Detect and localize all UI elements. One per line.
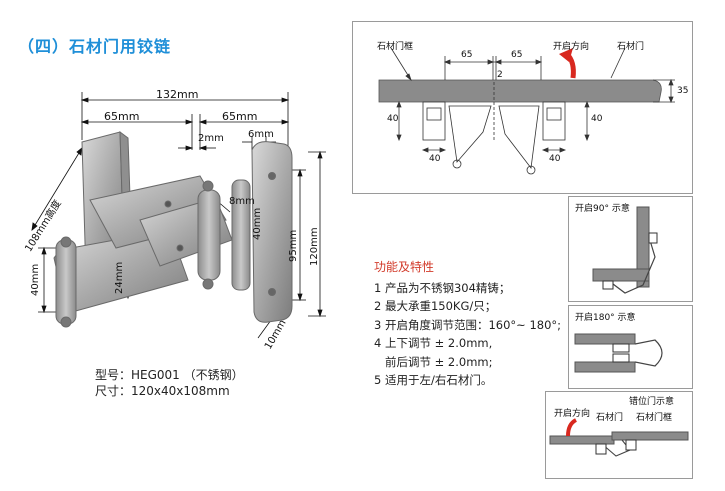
dim-offset: 6mm [248, 129, 274, 140]
offset-panel-label: 错位门示意 [629, 397, 675, 407]
feature-item: 前后调节 ± 2.0mm; [374, 354, 493, 369]
dim-inner-40: 40mm [252, 207, 263, 240]
spec-size: 尺寸：120x40x108mm [95, 384, 230, 398]
installation-drawing [378, 47, 675, 175]
dim-base-24: 24mm [114, 261, 125, 294]
dim-right-width: 65mm [222, 110, 258, 123]
feature-item: 4 上下调节 ± 2.0mm, [374, 336, 493, 350]
dim-knuckle: 8mm [229, 196, 255, 207]
dim-65-left: 65 [461, 50, 473, 60]
dim-total-width: 132mm [156, 88, 199, 101]
dim-plate-120: 120mm [309, 227, 320, 266]
feature-item: 2 最大承重150KG/只； [374, 299, 497, 313]
dim-40-right-v: 40 [591, 114, 603, 124]
open-direction-label: 开启方向 [553, 42, 590, 52]
open-90-label: 开启90° 示意 [575, 204, 630, 214]
installation-diagram: 石材门框 开启方向 石材门 65 2 65 35 40 40 40 40 [352, 21, 693, 194]
features-block: 功能及特性 1 产品为不锈钢304精铸； 2 最大承重150KG/只； 3 开启… [374, 258, 561, 390]
hinge-product-figure [20, 80, 340, 360]
dim-left-width: 65mm [104, 110, 140, 123]
dim-40-left-v: 40 [387, 114, 399, 124]
frame-label: 石材门框 [377, 42, 414, 52]
feature-item: 3 开启角度调节范围：160°~ 180°; [374, 317, 562, 332]
spec-model: 型号：HEG001 （不锈钢） [95, 368, 244, 382]
dim-gap: 2mm [198, 133, 224, 144]
dim-inner-95: 95mm [288, 229, 299, 262]
dim-65-right: 65 [511, 50, 523, 60]
open-180-panel: 开启180° 示意 [568, 305, 693, 389]
offset-door-drawing [549, 418, 689, 457]
page-title: （四）石材门用铰链 [18, 37, 172, 56]
door-label: 石材门 [617, 42, 645, 52]
feature-item: 1 产品为不锈钢304精铸； [374, 280, 511, 295]
dim-35: 35 [677, 86, 689, 96]
dim-40-left-h: 40 [429, 154, 441, 164]
open-180-drawing [574, 333, 663, 373]
features-heading: 功能及特性 [374, 260, 435, 274]
open-180-label: 开启180° 示意 [575, 313, 636, 323]
dim-2: 2 [497, 70, 503, 80]
dim-base-40: 40mm [30, 263, 41, 296]
offset-door-panel: 错位门示意 开启方向 石材门 石材门框 [545, 391, 693, 479]
open-90-drawing [592, 206, 658, 294]
feature-item: 5 适用于左/右石材门。 [374, 373, 493, 387]
open-90-panel: 开启90° 示意 [568, 196, 693, 302]
hinge-drawing [31, 92, 326, 339]
spec-block: 型号：HEG001 （不锈钢） 尺寸：120x40x108mm [95, 367, 244, 399]
dim-40-right-h: 40 [549, 154, 561, 164]
offset-frame-label: 石材门框 [636, 413, 673, 423]
offset-open-label: 开启方向 [554, 409, 591, 419]
offset-door-label: 石材门 [596, 413, 624, 423]
